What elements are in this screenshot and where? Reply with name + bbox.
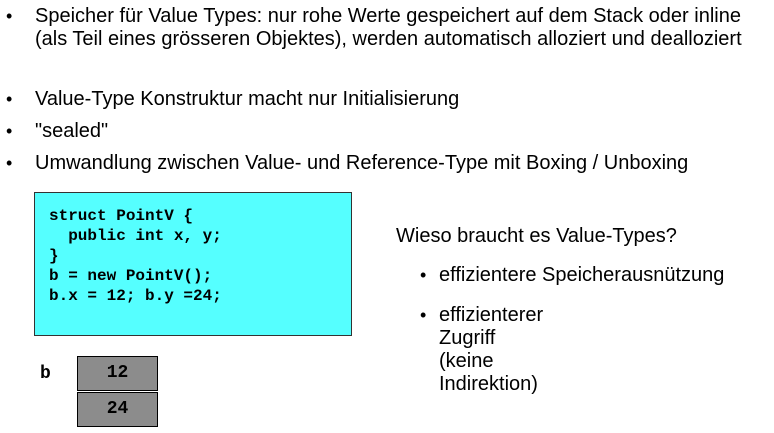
bullet-text: Speicher für Value Types: nur rohe Werte… xyxy=(35,5,742,50)
bullet-item: • Value-Type Konstruktur macht nur Initi… xyxy=(0,88,459,111)
code-box: struct PointV { public int x, y; } b = n… xyxy=(34,192,352,336)
code-line: b.x = 12; b.y =24; xyxy=(49,287,222,305)
code-line: } xyxy=(49,247,59,265)
bullet-marker: • xyxy=(420,305,427,325)
memory-cell-y: 24 xyxy=(77,392,158,427)
code-line: public int x, y; xyxy=(49,227,222,245)
code-listing: struct PointV { public int x, y; } b = n… xyxy=(49,206,222,306)
code-line: struct PointV { xyxy=(49,207,194,225)
bullet-text: Umwandlung zwischen Value- und Reference… xyxy=(35,152,689,174)
bullet-marker: • xyxy=(6,6,13,26)
bullet-item: • Umwandlung zwischen Value- und Referen… xyxy=(0,152,688,175)
memory-cell-x: 12 xyxy=(77,356,158,391)
bullet-text: "sealed" xyxy=(35,120,109,142)
bullet-marker: • xyxy=(6,153,13,173)
reason-text: effizientere Speicherausnützung xyxy=(439,264,725,286)
variable-label: b xyxy=(40,364,51,384)
bullet-text: Value-Type Konstruktur macht nur Initial… xyxy=(35,88,460,110)
bullet-marker: • xyxy=(6,121,13,141)
reason-text: effizienterer Zugriff (keine Indirektion… xyxy=(439,304,544,395)
bullet-item: • Speicher für Value Types: nur rohe Wer… xyxy=(0,5,770,51)
code-line: b = new PointV(); xyxy=(49,267,213,285)
bullet-marker: • xyxy=(6,89,13,109)
question-text: Wieso braucht es Value-Types? xyxy=(396,225,677,247)
bullet-item: • "sealed" xyxy=(0,120,108,143)
bullet-marker: • xyxy=(420,265,427,285)
